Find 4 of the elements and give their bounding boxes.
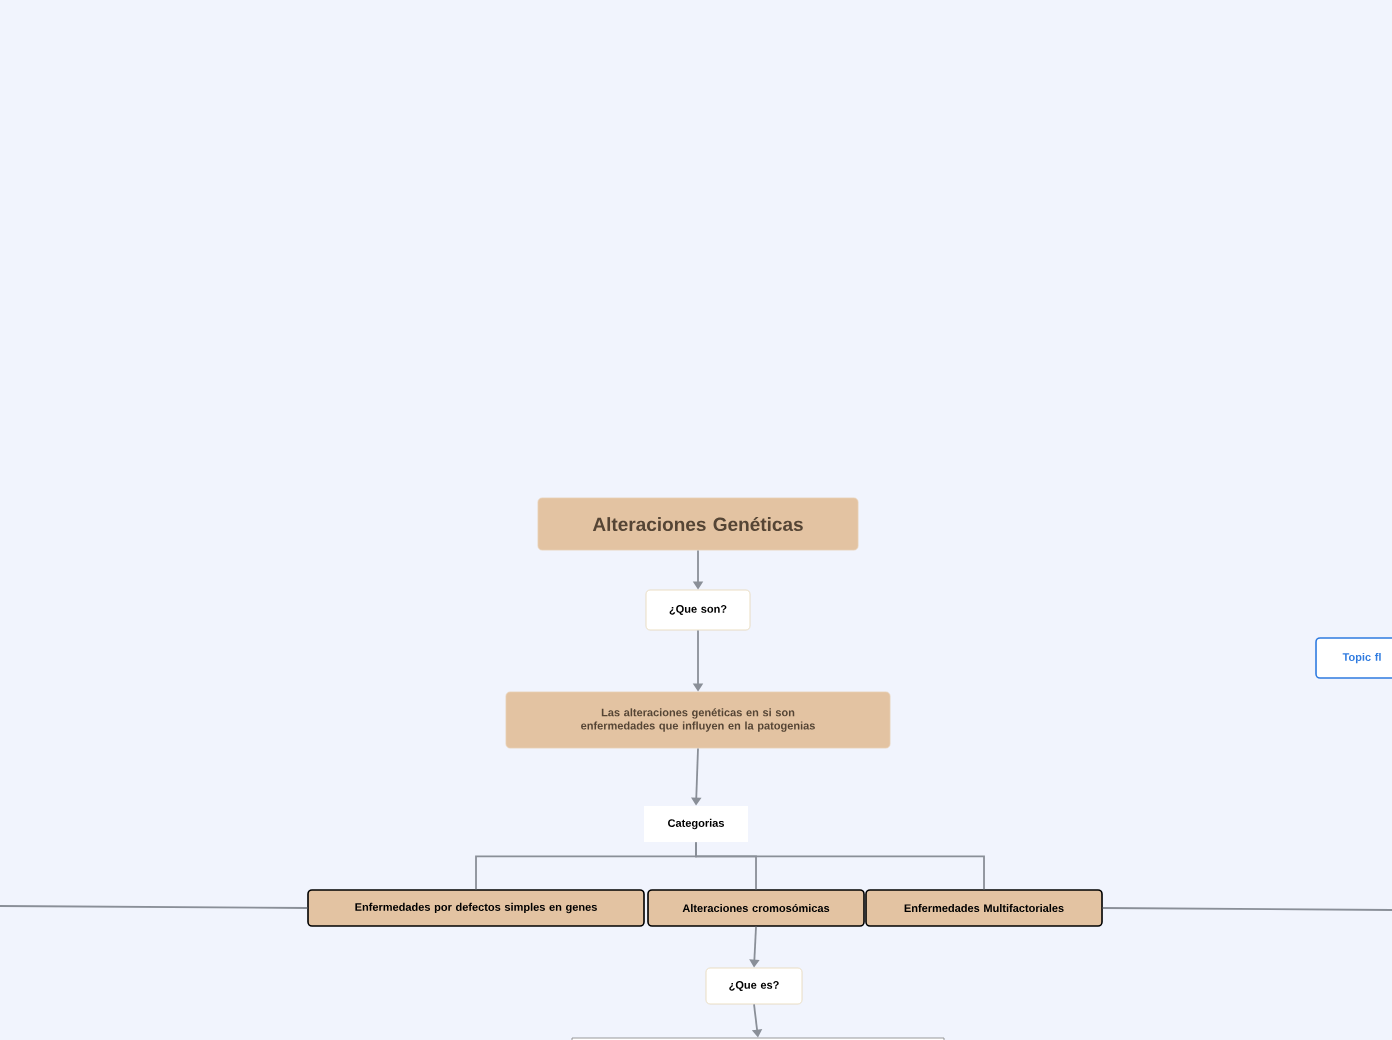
connector xyxy=(695,841,985,891)
connector xyxy=(0,905,309,909)
title-box: Alteraciones Genéticas xyxy=(537,497,859,551)
connector xyxy=(1101,907,1392,911)
